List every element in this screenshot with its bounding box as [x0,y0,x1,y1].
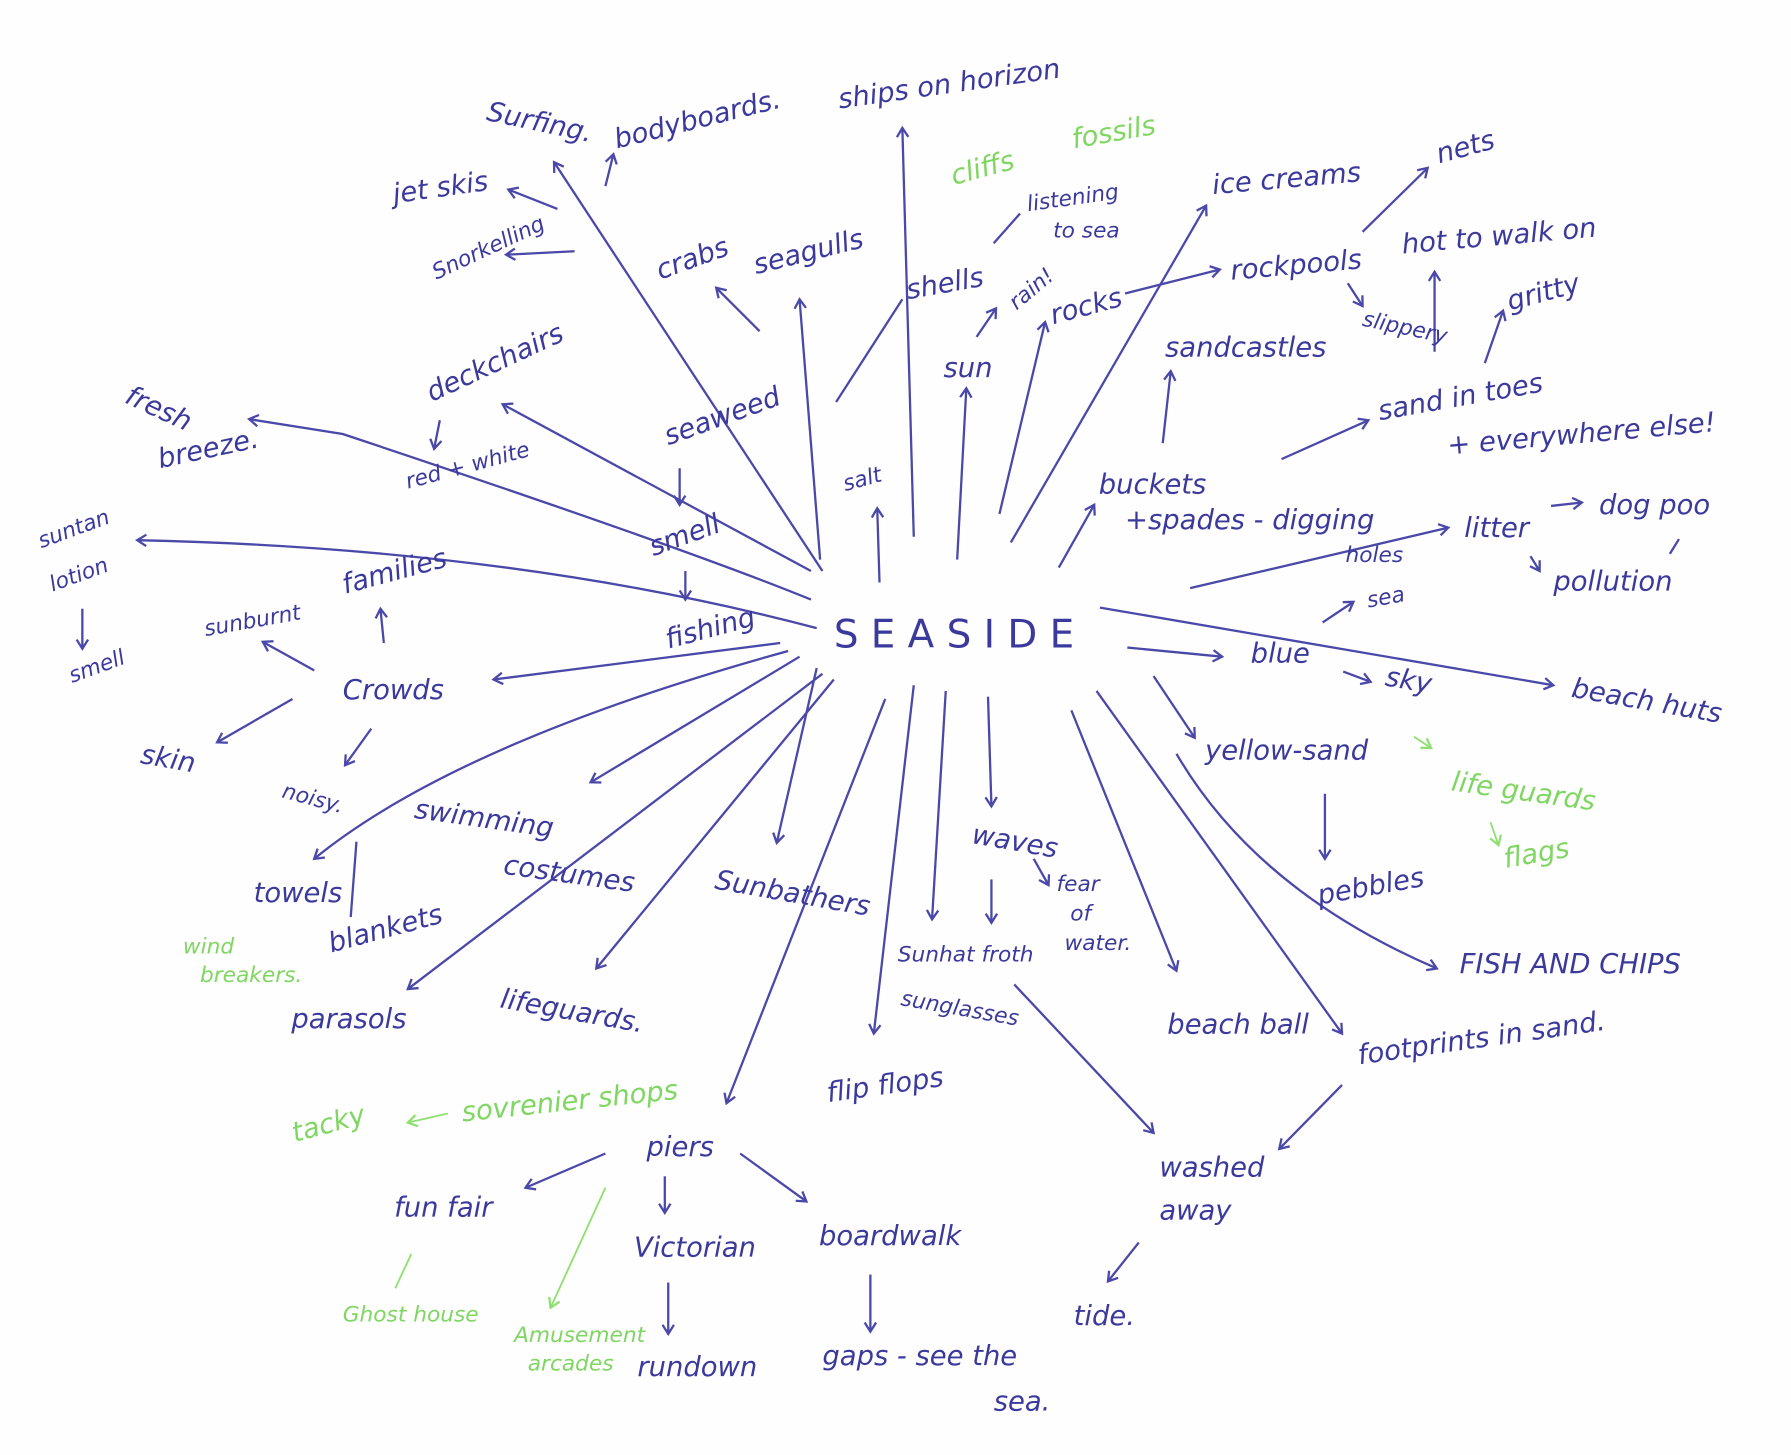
node-boardwalk: boardwalk [819,1221,962,1252]
node-amusement: Amusement [512,1323,647,1348]
node-jet-skis: jet skis [387,166,490,211]
node-suntan: suntan [35,505,113,554]
central-topic: S E A S I D E [834,613,1074,658]
node-bodyboards: bodyboards. [611,84,784,155]
node-parasols: parasols [290,1004,406,1035]
node-everywhere-else: + everywhere else! [1446,407,1717,461]
node-slippery: slippery [1360,307,1450,350]
node-seagulls: seagulls [750,224,866,281]
node-ships-on-horizon: ships on horizon [836,54,1062,116]
node-sun: sun [943,353,992,384]
node-crowds: Crowds [343,675,444,706]
node-spades-digging: +spades - digging [1125,505,1374,536]
node-fossils: fossils [1069,110,1158,155]
node-washed: washed [1159,1152,1265,1183]
node-souvenir-shops: sovrenier shops [460,1075,679,1129]
node-sky: sky [1383,662,1435,701]
node-fear: fear [1057,872,1102,897]
node-rocks: rocks [1047,282,1126,331]
node-holes: holes [1345,543,1403,568]
node-snorkelling: Snorkelling [428,211,548,285]
green-nodes: cliffs fossils life guards flags wind br… [183,110,1598,1376]
node-shells: shells [904,262,986,306]
node-buckets: buckets [1099,469,1207,500]
node-hot-to-walk-on: hot to walk on [1400,213,1597,261]
node-away: away [1159,1196,1232,1227]
node-wind: wind [183,935,235,960]
node-flip-flops: flip flops [825,1062,946,1109]
node-ghost-house: Ghost house [343,1302,479,1327]
node-swimming: swimming [413,794,556,844]
node-footprints: footprints in sand. [1356,1006,1607,1071]
node-beach-huts: beach huts [1569,673,1724,730]
node-gaps-sea: sea. [994,1386,1051,1417]
node-lifeguards: lifeguards. [498,984,646,1040]
node-waves: waves [970,819,1061,865]
node-sand-in-toes: sand in toes [1376,368,1546,427]
node-victorian: Victorian [634,1232,756,1263]
node-sunburnt: sunburnt [202,600,304,642]
node-gaps: gaps - see the [822,1341,1017,1372]
node-arcades: arcades [528,1351,614,1376]
node-surfing: Surfing. [484,96,595,149]
node-water: water. [1065,931,1132,956]
node-fun-fair: fun fair [394,1192,494,1223]
node-sandcastles: sandcastles [1165,332,1326,363]
node-gritty: gritty [1504,268,1584,317]
node-sunhat-froth: Sunhat froth [898,943,1034,968]
green-connectors [394,735,1502,1310]
node-noisy: noisy. [280,779,347,819]
node-crabs: crabs [652,232,733,287]
node-fish-and-chips: FISH AND CHIPS [1460,949,1681,980]
node-of: of [1070,902,1094,927]
node-dog-poo: dog poo [1599,490,1710,521]
node-skin: skin [138,739,198,779]
node-smell: smell [645,509,725,563]
node-flags: flags [1501,833,1572,875]
node-to-sea: to sea [1053,219,1120,244]
node-litter: litter [1464,513,1531,544]
node-pollution: pollution [1552,566,1672,597]
node-salt: salt [840,462,886,497]
node-tide: tide. [1074,1301,1135,1332]
node-tacky: tacky [289,1099,370,1148]
node-pebbles: pebbles [1314,862,1426,911]
node-piers: piers [646,1132,714,1163]
node-deckchairs: deckchairs [422,318,569,408]
node-beach-ball: beach ball [1167,1010,1309,1041]
node-rundown: rundown [637,1352,757,1383]
node-cliffs: cliffs [948,145,1018,192]
node-fresh: fresh [121,380,197,437]
node-lotion: lotion [46,553,112,597]
node-blue: blue [1251,638,1310,669]
node-breakers: breakers. [200,963,302,988]
node-towels: towels [254,878,343,909]
node-blankets: blankets [325,899,446,959]
node-costumes: costumes [502,850,637,899]
node-smell-lotion: smell [66,645,129,688]
node-rockpools: rockpools [1229,244,1363,286]
node-red-white: red + white [403,437,532,494]
node-ice-creams: ice creams [1211,157,1362,201]
connector-arrows [75,125,1680,1337]
node-yellow-sand: yellow-sand [1204,735,1369,766]
node-sea: sea [1365,582,1407,613]
node-life-guards: life guards [1450,767,1598,818]
node-sunglasses: sunglasses [899,986,1021,1031]
node-seaweed: seaweed [660,381,785,452]
node-nets: nets [1433,125,1498,170]
node-sunbathers: Sunbathers [713,865,873,923]
node-listening: listening [1025,180,1120,218]
purple-nodes: Surfing. bodyboards. ships on horizon je… [35,54,1724,1418]
